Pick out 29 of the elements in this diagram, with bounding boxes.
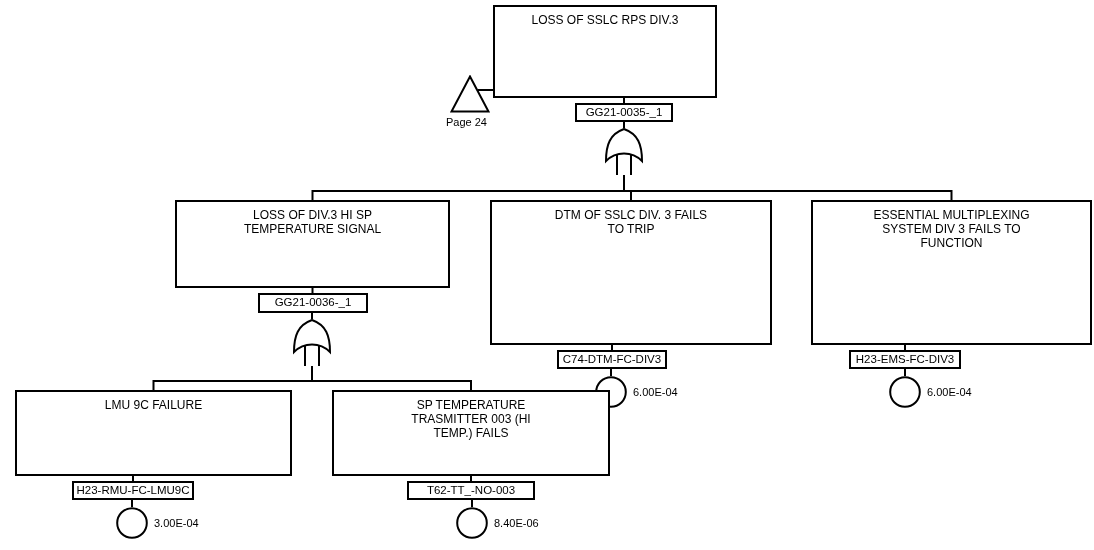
connector-line — [470, 475, 472, 482]
event-id-label: C74-DTM-FC-DIV3 — [557, 350, 667, 369]
event-box: DTM OF SSLC DIV. 3 FAILS TO TRIP — [490, 200, 772, 345]
or-gate — [292, 319, 332, 366]
event-id-label: H23-EMS-FC-DIV3 — [849, 350, 961, 369]
basic-event-circle — [456, 507, 488, 539]
page-reference: Page 24 — [446, 116, 487, 128]
event-box: LOSS OF DIV.3 HI SP TEMPERATURE SIGNAL — [175, 200, 450, 288]
probability-value: 8.40E-06 — [494, 517, 539, 529]
event-box: LOSS OF SSLC RPS DIV.3 — [493, 5, 717, 98]
connector-line — [623, 121, 625, 129]
connector-line — [623, 174, 953, 201]
event-id-label: GG21-0035-_1 — [575, 103, 673, 122]
probability-value: 6.00E-04 — [927, 386, 972, 398]
event-box: SP TEMPERATURE TRASMITTER 003 (HI TEMP.) FAILS — [332, 390, 610, 476]
transfer-triangle — [450, 75, 490, 113]
connector-line — [904, 368, 906, 377]
event-id-label: H23-RMU-FC-LMU9C — [72, 481, 194, 500]
probability-value: 3.00E-04 — [154, 517, 199, 529]
connector-line — [311, 365, 472, 391]
basic-event-circle — [116, 507, 148, 539]
event-id-label: T62-TT_-NO-003 — [407, 481, 535, 500]
event-box: ESSENTIAL MULTIPLEXING SYSTEM DIV 3 FAILS TO FUNCTION — [811, 200, 1092, 345]
or-gate — [604, 128, 644, 175]
probability-value: 6.00E-04 — [633, 386, 678, 398]
basic-event-circle — [889, 376, 921, 408]
event-box: LMU 9C FAILURE — [15, 390, 292, 476]
connector-line — [311, 287, 314, 294]
event-id-label: GG21-0036-_1 — [258, 293, 368, 313]
